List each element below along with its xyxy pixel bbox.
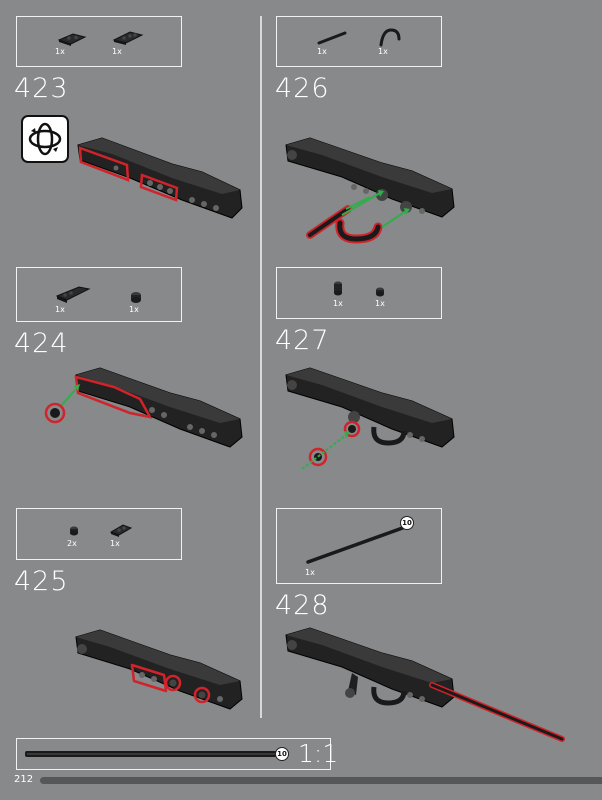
- hose-part-icon: [379, 28, 401, 47]
- model-illustration-step-428: [285, 627, 565, 742]
- step-number: 426: [275, 73, 330, 104]
- part-quantity: 1x: [317, 47, 327, 56]
- bush-part-icon: [334, 281, 342, 296]
- step-number: 427: [275, 325, 330, 356]
- part-quantity: 1x: [375, 299, 385, 308]
- model-illustration-step-426: [285, 137, 455, 244]
- part-quantity: 1x: [305, 568, 315, 577]
- part-quantity: 1x: [55, 305, 65, 314]
- axle-scale-drawing: [25, 751, 279, 757]
- part-quantity: 1x: [112, 47, 122, 56]
- page-footer-bar: [40, 777, 602, 784]
- part-quantity: 1x: [333, 299, 343, 308]
- round-part-icon: [376, 287, 384, 297]
- step-number: 423: [14, 73, 69, 104]
- round-part-icon: [131, 292, 141, 303]
- part-quantity: 1x: [55, 47, 65, 56]
- model-illustration-step-423: [77, 137, 243, 219]
- page-number: 212: [14, 774, 34, 785]
- part-quantity: 2x: [67, 539, 77, 548]
- parts-box-step-425: 2x 1x: [16, 508, 182, 560]
- part-quantity: 1x: [110, 539, 120, 548]
- model-illustration-step-424: [44, 367, 243, 448]
- model-illustration-step-425: [75, 629, 243, 710]
- parts-box-step-428: 10 1x: [276, 508, 442, 584]
- parts-box-step-427: 1x 1x: [276, 267, 442, 319]
- parts-box-step-423: 1x 1x: [16, 16, 182, 67]
- step-number: 428: [275, 590, 330, 621]
- parts-box-step-426: 1x 1x: [276, 16, 442, 67]
- axle-part-icon: [317, 31, 347, 45]
- step-number: 425: [14, 566, 69, 597]
- round-part-icon: [70, 526, 78, 536]
- model-illustration-step-427: [285, 367, 455, 470]
- rotate-model-icon: [21, 115, 69, 163]
- plate-part-icon: [109, 524, 133, 537]
- plate-part-icon: [112, 31, 144, 45]
- part-quantity: 1x: [129, 305, 139, 314]
- parts-box-step-424: 1x 1x: [16, 267, 182, 322]
- length-badge: 10: [275, 747, 289, 761]
- axle-part-icon: [306, 524, 410, 564]
- length-badge: 10: [400, 516, 414, 530]
- scale-reference-box: 10: [16, 738, 331, 770]
- column-divider: [260, 16, 262, 718]
- part-quantity: 1x: [378, 47, 388, 56]
- plate-part-icon: [57, 33, 87, 46]
- slope-part-icon: [55, 286, 91, 303]
- scale-ratio: 1:1: [298, 739, 339, 768]
- step-number: 424: [14, 328, 69, 359]
